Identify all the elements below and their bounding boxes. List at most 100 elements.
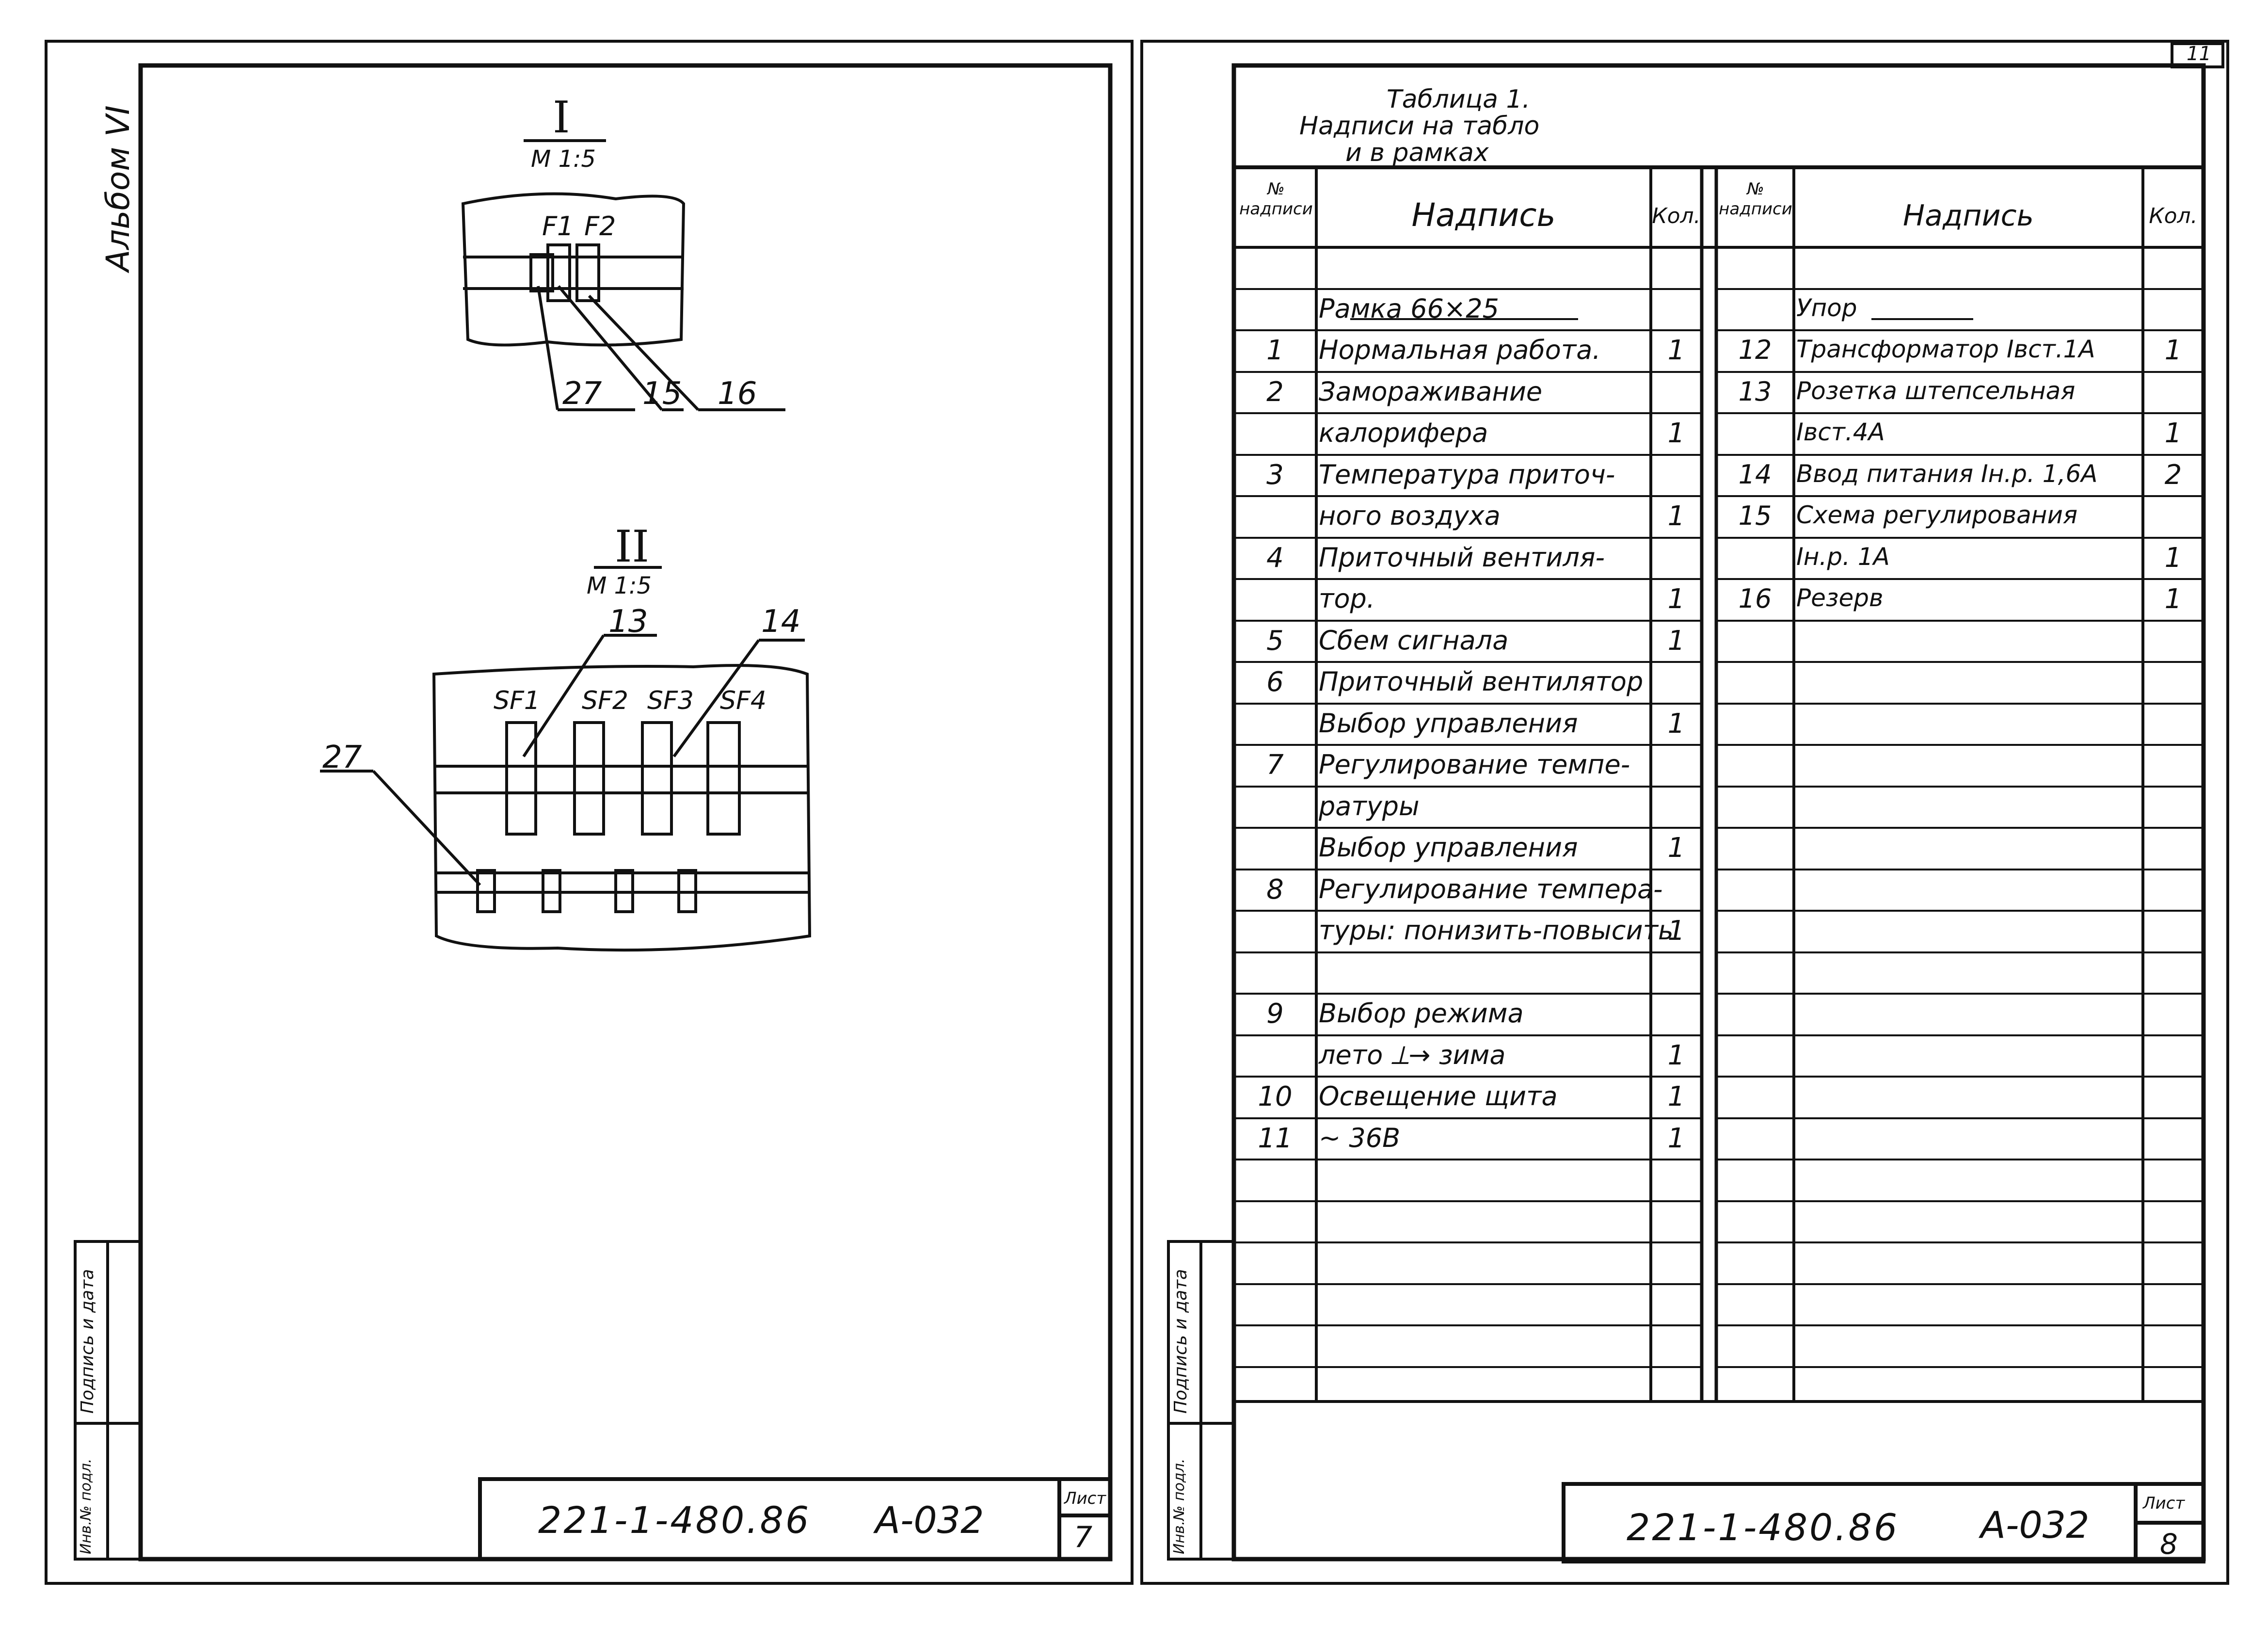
left-title-doc: А-032	[875, 1498, 984, 1542]
right-row-6-text: Схема регулирования	[1796, 501, 2078, 529]
right-row-2-text: Трансформатор Iвст.1А	[1796, 335, 2095, 363]
left-row-12-no: 7	[1266, 749, 1284, 781]
left-row-6-text: ного воздуха	[1319, 500, 1501, 531]
right-row-8-text: Резерв	[1796, 584, 1884, 612]
detail2-callout-13: 13	[608, 604, 648, 640]
detail1-callout-27: 27	[562, 376, 602, 412]
right-row-7-text: Iн.р. 1А	[1796, 543, 1890, 571]
left-stamp-sign-date: Подпись и дата	[78, 1269, 97, 1414]
left-row-2-no: 1	[1266, 335, 1284, 366]
left-row-5-no: 3	[1266, 459, 1284, 491]
left-row-13-text: ратуры	[1319, 791, 1420, 822]
table-title-line1: Таблица 1.	[1387, 85, 1531, 114]
left-row-3-text: Замораживание	[1319, 376, 1543, 407]
header-qty-left: Кол.	[1652, 204, 1701, 228]
left-row-7-no: 4	[1266, 542, 1284, 574]
header-text-right: Надпись	[1903, 199, 2034, 233]
left-row-8-qty: 1	[1667, 583, 1685, 615]
right-row-5-text: Ввод питания Iн.р. 1,6А	[1796, 460, 2098, 488]
left-title-code: 221-1-480.86	[538, 1498, 811, 1542]
table-title-line3: и в рамках	[1345, 138, 1489, 167]
right-row-8-qty: 1	[2164, 583, 2182, 615]
breaker-sf1: SF1	[494, 686, 541, 715]
left-row-11-text: Выбор управления	[1319, 708, 1578, 739]
breaker-sf3: SF3	[647, 686, 694, 715]
header-text-left: Надпись	[1411, 196, 1556, 234]
left-row-12-text: Регулирование темпе-	[1319, 749, 1630, 780]
right-row-2-qty: 1	[2164, 335, 2182, 366]
left-row-5-text: Температура приточ-	[1319, 459, 1615, 490]
left-row-6-qty: 1	[1667, 500, 1685, 532]
left-row-9-no: 5	[1266, 625, 1284, 657]
right-row-3-no: 13	[1738, 376, 1772, 407]
left-row-7-text: Приточный вентиля-	[1319, 542, 1605, 573]
breaker-sf4: SF4	[720, 686, 767, 715]
right-title-sheet-label: Лист	[2143, 1494, 2185, 1513]
left-row-11-qty: 1	[1667, 708, 1685, 740]
right-row-6-no: 15	[1738, 500, 1772, 531]
right-title-doc: А-032	[1981, 1503, 2090, 1546]
left-row-16-qty: 1	[1667, 915, 1685, 947]
left-row-14-qty: 1	[1667, 832, 1685, 864]
left-sheet-edge	[45, 40, 1134, 1585]
left-row-21-qty: 1	[1667, 1123, 1685, 1154]
left-row-1-text: Рамка 66×25	[1319, 293, 1499, 324]
detail1-scale: М 1:5	[531, 145, 596, 173]
right-title-sheet-no: 8	[2160, 1528, 2178, 1561]
left-row-15-text: Регулирование темпера-	[1319, 874, 1663, 904]
left-stamp-inv-no: Инв.№ подл.	[78, 1458, 95, 1554]
left-row-8-text: тор.	[1319, 583, 1375, 614]
left-row-19-text: лето ⟂→ зима	[1319, 1040, 1506, 1070]
header-qty-right: Кол.	[2149, 204, 2198, 228]
left-row-18-no: 9	[1266, 998, 1284, 1030]
left-row-9-text: Сбем сигнала	[1319, 625, 1509, 656]
table-title-line2: Надписи на табло	[1299, 112, 1540, 141]
left-title-sheet-no: 7	[1074, 1520, 1093, 1554]
left-row-4-text: калорифера	[1319, 418, 1488, 448]
detail1-label: I	[553, 92, 570, 143]
left-row-20-qty: 1	[1667, 1081, 1685, 1112]
detail2-callout-27: 27	[322, 740, 362, 775]
right-row-4-qty: 1	[2164, 418, 2182, 449]
album-label: Альбом VI	[99, 105, 137, 272]
left-row-15-no: 8	[1266, 874, 1284, 905]
left-row-10-no: 6	[1266, 666, 1284, 698]
right-row-8-no: 16	[1738, 583, 1772, 614]
right-row-4-text: Iвст.4А	[1796, 418, 1885, 446]
left-row-19-qty: 1	[1667, 1040, 1685, 1071]
right-row-5-no: 14	[1738, 459, 1772, 490]
right-row-1-text: Упор	[1796, 294, 1857, 322]
left-row-10-text: Приточный вентилятор	[1319, 666, 1644, 697]
left-row-18-text: Выбор режима	[1319, 998, 1524, 1029]
left-row-16-text: туры: понизить-повысить	[1319, 915, 1674, 946]
left-row-21-no: 11	[1258, 1123, 1293, 1154]
header-no-right: № надписи	[1719, 179, 1792, 219]
left-row-20-text: Освещение щита	[1319, 1081, 1558, 1112]
right-row-5-qty: 2	[2164, 459, 2182, 491]
header-no-left: № надписи	[1239, 179, 1313, 219]
left-row-2-qty: 1	[1667, 335, 1685, 366]
detail2-callout-14: 14	[761, 604, 801, 640]
left-row-4-qty: 1	[1667, 418, 1685, 449]
breaker-sf2: SF2	[582, 686, 629, 715]
right-row-2-no: 12	[1738, 335, 1772, 365]
right-stamp-inv-no: Инв.№ подл.	[1171, 1458, 1188, 1554]
left-row-21-text: ~ 36В	[1319, 1123, 1401, 1153]
detail2-scale: М 1:5	[587, 572, 652, 599]
right-stamp-sign-date: Подпись и дата	[1171, 1269, 1191, 1414]
detail1-switch-f2: F2	[584, 211, 616, 242]
right-inner-frame	[1231, 63, 2206, 1562]
detail1-switch-f1: F1	[542, 211, 574, 242]
right-row-3-text: Розетка штепсельная	[1796, 377, 2076, 405]
left-row-3-no: 2	[1266, 376, 1284, 408]
left-row-9-qty: 1	[1667, 625, 1685, 657]
left-title-sheet-label: Лист	[1064, 1489, 1106, 1508]
detail1-callout-15: 15	[642, 376, 682, 412]
left-row-14-text: Выбор управления	[1319, 832, 1578, 863]
right-sheet-edge	[1140, 40, 2229, 1585]
detail1-callout-16: 16	[718, 376, 757, 412]
detail2-label: II	[615, 521, 650, 572]
left-row-2-text: Нормальная работа.	[1319, 335, 1601, 365]
corner-sheet-number: 11	[2187, 43, 2211, 65]
